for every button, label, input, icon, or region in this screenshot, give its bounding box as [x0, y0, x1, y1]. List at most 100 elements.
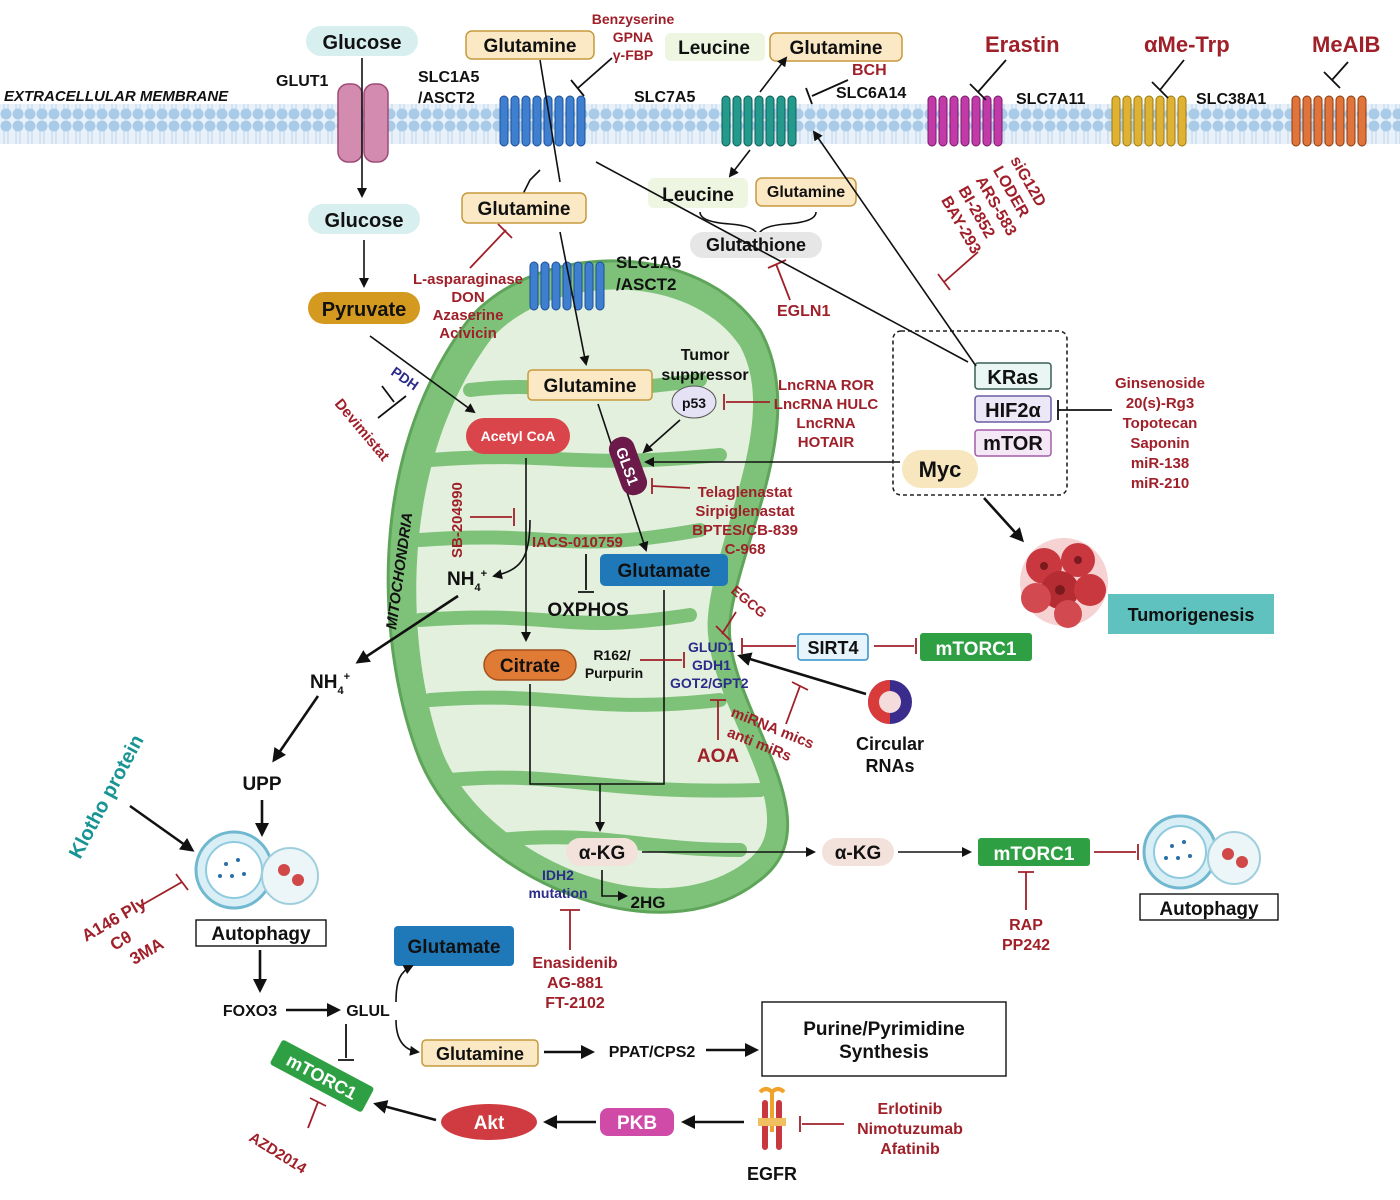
akt-label: Akt [474, 1113, 505, 1134]
pkb-label: PKB [617, 1113, 657, 1134]
autophagosome-icon-right [1142, 814, 1261, 890]
glutamine-extracellular-2-label: Glutamine [790, 38, 883, 59]
rnas-label: RNAs [865, 756, 914, 776]
mtor-node [974, 429, 1052, 457]
slc1a5-transporter-icon [499, 95, 586, 147]
tumorigenesis-label: Tumorigenesis [1128, 605, 1255, 625]
drug-iacs: IACS-010759 [532, 534, 623, 551]
hif2a-label: HIF2α [985, 400, 1041, 422]
gdh1-label: GDH1 [692, 657, 731, 673]
circular-label: Circular [856, 734, 924, 754]
drug-sirpiglenastat: Sirpiglenastat [695, 503, 794, 520]
drug-gpna: GPNA [613, 29, 653, 45]
extracellular-membrane [0, 104, 1400, 144]
asct2-mito-label: /ASCT2 [616, 275, 676, 294]
drug-gfbp: γ-FBP [613, 47, 653, 63]
citrate-label: Citrate [500, 656, 560, 677]
pyruvate-label: Pyruvate [322, 299, 407, 321]
leucine-extracellular-label: Leucine [678, 38, 750, 59]
acetyl-coa-node [466, 418, 570, 454]
oncogene-box [892, 330, 1068, 496]
glul-label: GLUL [346, 1003, 390, 1020]
drug-aoa: AOA [697, 746, 740, 767]
drug-erastin: Erastin [985, 32, 1060, 57]
slc7a11-transporter-icon [927, 95, 1003, 147]
drug-topotecan: Topotecan [1123, 415, 1198, 432]
drug-meaib: MeAIB [1312, 32, 1380, 57]
glutamate-mito-label: Glutamate [618, 561, 711, 582]
glucose-intracellular-label: Glucose [325, 210, 404, 232]
autophagy-drug-list: A146 Ply Cθ 3MA [79, 893, 168, 968]
drug-ginsenoside: Ginsenoside [1115, 375, 1205, 392]
akt-node [441, 1104, 537, 1140]
slc38a1-label: SLC38A1 [1196, 91, 1266, 108]
glut1-transporter-icon [337, 83, 389, 163]
leucine-intracellular [648, 178, 748, 208]
drug-ag881: AG-881 [547, 975, 603, 992]
drug-hotair: HOTAIR [798, 434, 855, 451]
sirt4-node [797, 633, 869, 661]
egfr-receptor-icon [758, 1087, 786, 1150]
purpurin-label: Purpurin [585, 665, 643, 681]
oxphos-label: OXPHOS [547, 600, 628, 621]
glutamine-mito [527, 369, 653, 401]
r162-label: R162/ [593, 647, 630, 663]
drug-bptes: BPTES/CB-839 [692, 522, 798, 539]
kras-node [974, 362, 1052, 390]
upp-label: UPP [242, 774, 281, 795]
drug-lncrna-hulc: LncRNA HULC [774, 396, 879, 413]
sirt4-label: SIRT4 [807, 638, 858, 658]
hif2a-node [974, 395, 1052, 423]
membrane-label: EXTRACELLULAR MEMBRANE [4, 88, 229, 105]
synthesis-label-2: Synthesis [839, 1042, 929, 1063]
glutamine-cytosolic-label: Glutamine [478, 199, 571, 220]
glutamine-mito-label: Glutamine [544, 376, 637, 397]
idh2-mutation-label: mutation [528, 885, 587, 901]
orange-transporter-icon [1291, 95, 1367, 147]
drug-sb204990: SB-204990 [449, 482, 466, 558]
slc7a5-label: SLC7A5 [634, 89, 695, 106]
leucine-extracellular [665, 33, 765, 61]
drug-ft2102: FT-2102 [545, 995, 605, 1012]
glutamine-extracellular-label: Glutamine [484, 36, 577, 57]
drug-egln1: EGLN1 [777, 303, 830, 320]
drug-devimistat: Devimistat [331, 396, 393, 465]
pdh-label: PDH [388, 363, 421, 393]
drug-c968: C-968 [725, 541, 766, 558]
nh4-cyto-label: NH4+ [310, 671, 350, 697]
acetyl-coa-label: Acetyl CoA [481, 428, 556, 444]
glutamine-intracellular-2-label: Glutamine [767, 184, 845, 201]
ppat-cps2-label: PPAT/CPS2 [609, 1044, 696, 1061]
drug-rap: RAP [1009, 917, 1043, 934]
leucine-intracellular-label: Leucine [662, 185, 734, 206]
drug-bch: BCH [852, 62, 887, 79]
glutamine-extracellular [465, 30, 595, 60]
glutamine-cyto-node [421, 1039, 539, 1067]
mtor-label: mTOR [983, 433, 1043, 455]
glutamate-mito-node [600, 554, 728, 586]
tumor-cluster-icon [1020, 538, 1108, 628]
kras-label: KRas [987, 367, 1038, 389]
mtorc1-node-a [920, 633, 1032, 661]
glutamine-cyto-label: Glutamine [436, 1044, 524, 1064]
glud1-label: GLUD1 [688, 639, 736, 655]
glut1-label: GLUT1 [276, 73, 329, 90]
glucose-intracellular [308, 204, 420, 234]
autophagosome-icon-left [194, 830, 319, 910]
synthesis-box [761, 1001, 1007, 1077]
pyruvate-node [308, 292, 420, 324]
slc6a14-label: SLC6A14 [836, 85, 906, 102]
egfr-label: EGFR [747, 1164, 797, 1184]
circular-rna-icon [868, 680, 912, 724]
drug-lncrna-ror: LncRNA ROR [778, 377, 874, 394]
kras-drug-list: siG12D LODER ARS-583 BI-2852 BAY-293 [937, 154, 1049, 258]
foxo3-label: FOXO3 [223, 1003, 277, 1020]
klotho-protein-label: Klotho protein [65, 731, 149, 862]
glucose-extracellular [306, 26, 418, 56]
drug-saponin: Saponin [1130, 435, 1189, 452]
gls1-node: GLS1 [608, 436, 648, 496]
glutamate-cyto-node [394, 926, 514, 966]
mtorc1-a-label: mTORC1 [936, 639, 1017, 660]
akg-mito-node [566, 838, 638, 866]
